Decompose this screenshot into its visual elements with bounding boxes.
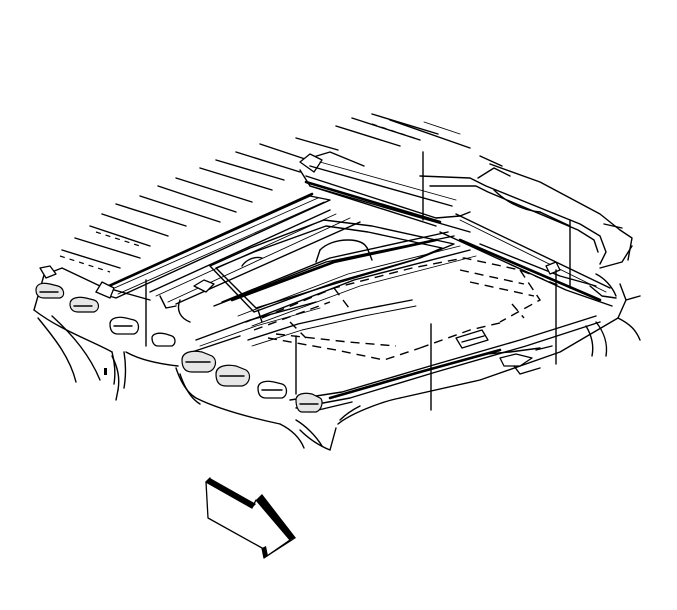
lower-rail bbox=[191, 299, 601, 413]
callout-leaders bbox=[104, 151, 571, 411]
sunroof-frame bbox=[159, 219, 477, 327]
roof-rib-lines bbox=[59, 113, 471, 273]
headliner-panel bbox=[253, 257, 561, 361]
front-header-bar bbox=[299, 153, 471, 233]
left-roof-rail bbox=[95, 192, 361, 305]
trim-recesses-center bbox=[181, 350, 323, 413]
rear-roof-frame bbox=[419, 167, 617, 307]
callout-tick-left bbox=[104, 368, 107, 375]
arrow-icon bbox=[205, 477, 296, 559]
body-pillars bbox=[111, 321, 608, 449]
trim-recesses-left bbox=[35, 265, 176, 347]
